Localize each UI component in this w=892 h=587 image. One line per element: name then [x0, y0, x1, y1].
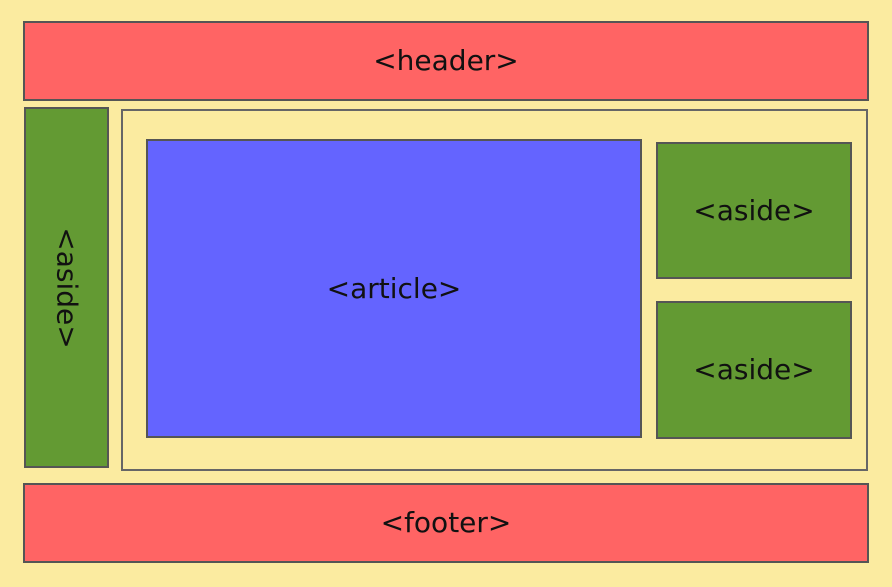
header-label: <header> [373, 44, 519, 77]
header-block: <header> [23, 21, 869, 101]
article-label: <article> [326, 271, 462, 305]
right-aside-top-label: <aside> [693, 193, 815, 227]
article-block: <article> [146, 139, 642, 438]
right-aside-bottom-block: <aside> [656, 301, 852, 439]
right-aside-bottom-label: <aside> [693, 353, 815, 386]
left-aside-block: <aside> [24, 107, 109, 468]
footer-label: <footer> [380, 506, 512, 539]
left-aside-label: <aside> [50, 226, 84, 349]
right-aside-top-block: <aside> [656, 142, 852, 279]
footer-block: <footer> [23, 483, 869, 563]
